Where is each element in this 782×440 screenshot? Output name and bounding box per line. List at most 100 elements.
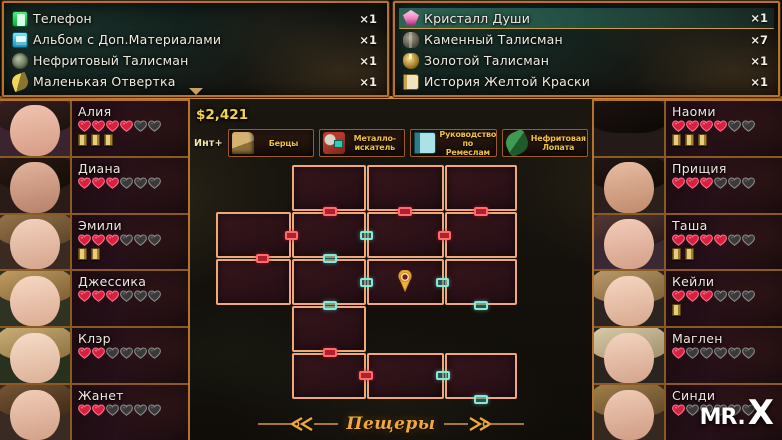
- inventory-item-qty: ×1: [750, 11, 768, 25]
- map-door-locked[interactable]: [285, 231, 298, 240]
- ornament-right-icon: [443, 417, 524, 431]
- character-row[interactable]: Кейли: [594, 271, 782, 329]
- map-room[interactable]: [367, 212, 444, 258]
- heart-filled-icon: [686, 177, 699, 189]
- avatar[interactable]: [594, 328, 666, 384]
- avatar[interactable]: [594, 214, 666, 270]
- heart-filled-icon: [78, 290, 91, 303]
- character-row[interactable]: Жанет: [0, 385, 188, 440]
- map-room[interactable]: [292, 165, 366, 211]
- heart-empty-icon: [134, 120, 147, 132]
- map-room[interactable]: [445, 165, 517, 211]
- map-door-open[interactable]: [323, 301, 337, 310]
- character-name: Синди: [672, 388, 716, 404]
- heart-empty-icon: [120, 404, 133, 417]
- equipment-slot[interactable]: Берцы: [227, 129, 315, 157]
- character-row[interactable]: Прищия: [594, 157, 782, 215]
- map-door-locked[interactable]: [359, 371, 373, 380]
- map-door-open[interactable]: [360, 278, 373, 287]
- map-room[interactable]: [216, 212, 291, 258]
- heart-filled-icon: [672, 404, 685, 417]
- map-room[interactable]: [292, 259, 366, 305]
- equipment-slot[interactable]: Металло- искатель: [319, 129, 406, 157]
- character-name: Эмили: [78, 217, 122, 233]
- avatar[interactable]: [0, 214, 72, 270]
- equipment-slot[interactable]: Руководство по Ремеслам: [410, 129, 497, 157]
- map-door-locked[interactable]: [323, 348, 337, 357]
- character-row[interactable]: Джессика: [0, 271, 188, 329]
- equipment-slot[interactable]: Нефритовая Лопата: [501, 129, 589, 157]
- heart-filled-icon: [686, 290, 699, 303]
- inventory-item-name: Маленькая Отвертка: [33, 74, 176, 89]
- character-row[interactable]: Алия: [0, 101, 188, 158]
- jade-talisman-icon: [12, 52, 28, 69]
- inventory-item[interactable]: Нефритовый Талисман×1: [8, 50, 383, 71]
- heart-filled-icon: [714, 120, 727, 132]
- map-door-open[interactable]: [323, 254, 337, 263]
- map-room[interactable]: [367, 165, 444, 211]
- map-door-locked[interactable]: [256, 254, 269, 263]
- avatar[interactable]: [0, 271, 72, 327]
- character-name: Кейли: [672, 274, 715, 290]
- map-door-open[interactable]: [474, 301, 488, 310]
- heart-filled-icon: [700, 120, 713, 132]
- map-room[interactable]: [292, 306, 366, 352]
- map-room[interactable]: [292, 353, 366, 399]
- map-door-locked[interactable]: [398, 207, 412, 216]
- map-title: Пещеры: [190, 414, 592, 434]
- map-door-open[interactable]: [474, 395, 488, 404]
- character-row[interactable]: Наоми: [594, 101, 782, 158]
- avatar[interactable]: [0, 385, 72, 440]
- avatar[interactable]: [594, 101, 666, 156]
- heart-filled-icon: [714, 234, 727, 246]
- character-row[interactable]: Диана: [0, 157, 188, 215]
- inventory-item[interactable]: Маленькая Отвертка×1: [8, 71, 383, 92]
- heart-filled-icon: [92, 177, 105, 189]
- map-room[interactable]: [367, 353, 444, 399]
- character-name: Наоми: [672, 104, 716, 119]
- inventory-item[interactable]: Альбом с Доп.Материалами×1: [8, 29, 383, 50]
- map-door-open[interactable]: [436, 371, 450, 380]
- avatar[interactable]: [594, 271, 666, 327]
- map-room[interactable]: [445, 259, 517, 305]
- character-row[interactable]: Эмили: [0, 214, 188, 272]
- avatar[interactable]: [0, 157, 72, 213]
- map-room[interactable]: [445, 212, 517, 258]
- map-room[interactable]: [445, 353, 517, 399]
- boots-icon: [231, 132, 254, 154]
- book-icon: [403, 73, 419, 90]
- map-grid[interactable]: [190, 161, 592, 404]
- heart-empty-icon: [714, 347, 727, 360]
- map-room[interactable]: [292, 212, 366, 258]
- map-room[interactable]: [216, 259, 291, 305]
- heart-filled-icon: [78, 120, 91, 132]
- map-door-locked[interactable]: [438, 231, 451, 240]
- inventory-item[interactable]: Каменный Талисман×7: [399, 29, 774, 50]
- avatar[interactable]: [0, 101, 72, 156]
- inventory-item[interactable]: Телефон×1: [8, 8, 383, 29]
- map-door-locked[interactable]: [474, 207, 488, 216]
- character-row[interactable]: Таша: [594, 214, 782, 272]
- map-door-open[interactable]: [436, 278, 449, 287]
- heart-empty-icon: [728, 177, 741, 189]
- map-door-locked[interactable]: [323, 207, 337, 216]
- heart-empty-icon: [714, 404, 727, 417]
- heart-filled-icon: [700, 177, 713, 189]
- map-door-open[interactable]: [360, 231, 373, 240]
- character-row[interactable]: Клэр: [0, 328, 188, 386]
- character-info: Синди: [666, 385, 782, 440]
- avatar[interactable]: [594, 385, 666, 440]
- inventory-item[interactable]: История Желтой Краски×1: [399, 71, 774, 92]
- inventory-item[interactable]: Кристалл Души×1: [399, 8, 774, 29]
- inventory-item[interactable]: Золотой Талисман×1: [399, 50, 774, 71]
- character-row[interactable]: Маглен: [594, 328, 782, 386]
- character-info: Алия: [72, 101, 188, 156]
- chevron-down-icon[interactable]: [188, 88, 203, 95]
- metal-detector-icon: [323, 132, 346, 154]
- avatar[interactable]: [594, 157, 666, 213]
- character-row[interactable]: Синди: [594, 385, 782, 440]
- avatar[interactable]: [0, 328, 72, 384]
